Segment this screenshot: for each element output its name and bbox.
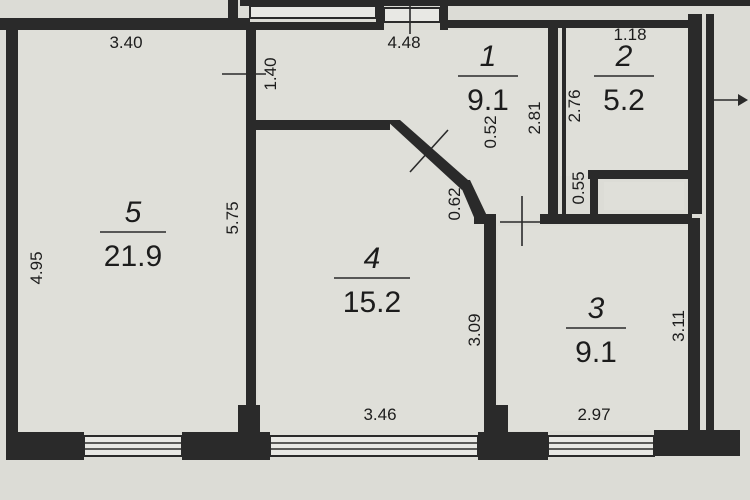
dim-room1-side-a: 0.52 (481, 115, 500, 148)
wall-room4-diagonal (386, 120, 468, 190)
room-2-floor (560, 26, 688, 176)
dim-room4-diag: 0.62 (445, 187, 464, 220)
wall-room3-right (688, 218, 700, 433)
wall-left-outer (6, 22, 18, 442)
dim-room5-left: 4.95 (27, 251, 46, 284)
door-mark-room4 (409, 129, 449, 173)
wall-top-stub-b (440, 0, 448, 30)
dim-room3-bottom: 2.97 (577, 405, 610, 424)
wall-room2-bottom (588, 170, 692, 179)
dimension-labels: 3.40 4.48 1.18 3.46 2.97 1.40 4.95 5.75 … (27, 25, 688, 424)
dim-room3-right: 3.11 (669, 310, 688, 342)
wall-top-mid (240, 22, 380, 30)
wall-right-upper (688, 14, 702, 214)
doors (222, 0, 748, 246)
room-5-area: 21.9 (104, 240, 162, 273)
wall-duct-left (590, 170, 598, 220)
wall-bottom-pier-b (478, 432, 548, 460)
room-4-number: 4 (364, 242, 381, 275)
dim-room1-side-b: 2.81 (525, 101, 544, 134)
window-room3 (547, 435, 655, 457)
wall-room3-top (540, 214, 692, 224)
wall-top-left (0, 18, 250, 30)
dim-corridor-gap: 1.40 (261, 57, 280, 90)
dim-bath-width: 1.18 (613, 25, 646, 44)
duct-box (604, 182, 684, 210)
dim-bath-height: 2.76 (565, 89, 584, 122)
window-top (383, 7, 441, 23)
wall-top-far (240, 0, 750, 6)
room-1-number: 1 (480, 40, 497, 73)
room-3-label: 3 9.1 (566, 292, 626, 369)
wall-top-stub-a (376, 0, 384, 30)
window-top-left (249, 5, 377, 19)
windows (83, 5, 655, 457)
wall-room2-left-line (562, 24, 566, 214)
dim-bath-small: 0.55 (569, 171, 588, 204)
wall-room4-diagonal-lower (458, 180, 488, 222)
wall-top-right (440, 20, 700, 28)
dim-room5-right: 5.75 (223, 201, 242, 234)
wall-bottom-right (654, 430, 740, 456)
window-room5 (83, 435, 183, 457)
wall-room4-step (474, 214, 496, 224)
dim-room4-right: 3.09 (465, 313, 484, 346)
room-1-area: 9.1 (467, 84, 509, 117)
wall-room5-room4 (246, 30, 256, 430)
room-5-label: 5 21.9 (100, 196, 166, 273)
room-1-label: 1 9.1 (458, 40, 518, 117)
wall-room1-room2 (548, 24, 558, 220)
room-4-area: 15.2 (343, 286, 401, 319)
room-3-area: 9.1 (575, 336, 617, 369)
room-2-number: 2 (615, 40, 633, 73)
dim-room5-width: 3.40 (109, 33, 142, 52)
walls (0, 0, 750, 460)
dim-corridor-width: 4.48 (387, 33, 420, 52)
room-3-number: 3 (588, 292, 605, 325)
room-5-number: 5 (125, 196, 142, 229)
room-2-area: 5.2 (603, 84, 645, 117)
entrance-arrow-head (738, 94, 748, 106)
room-2-label: 2 5.2 (594, 40, 654, 117)
window-room4 (269, 435, 479, 457)
wall-room4-room3 (484, 218, 496, 433)
wall-far-right (706, 14, 714, 434)
wall-bottom-left (6, 432, 84, 460)
wall-room4-top (250, 120, 390, 130)
room-4-label: 4 15.2 (334, 242, 410, 319)
dim-room4-bottom: 3.46 (363, 405, 396, 424)
wall-top-left-stub (228, 0, 238, 20)
